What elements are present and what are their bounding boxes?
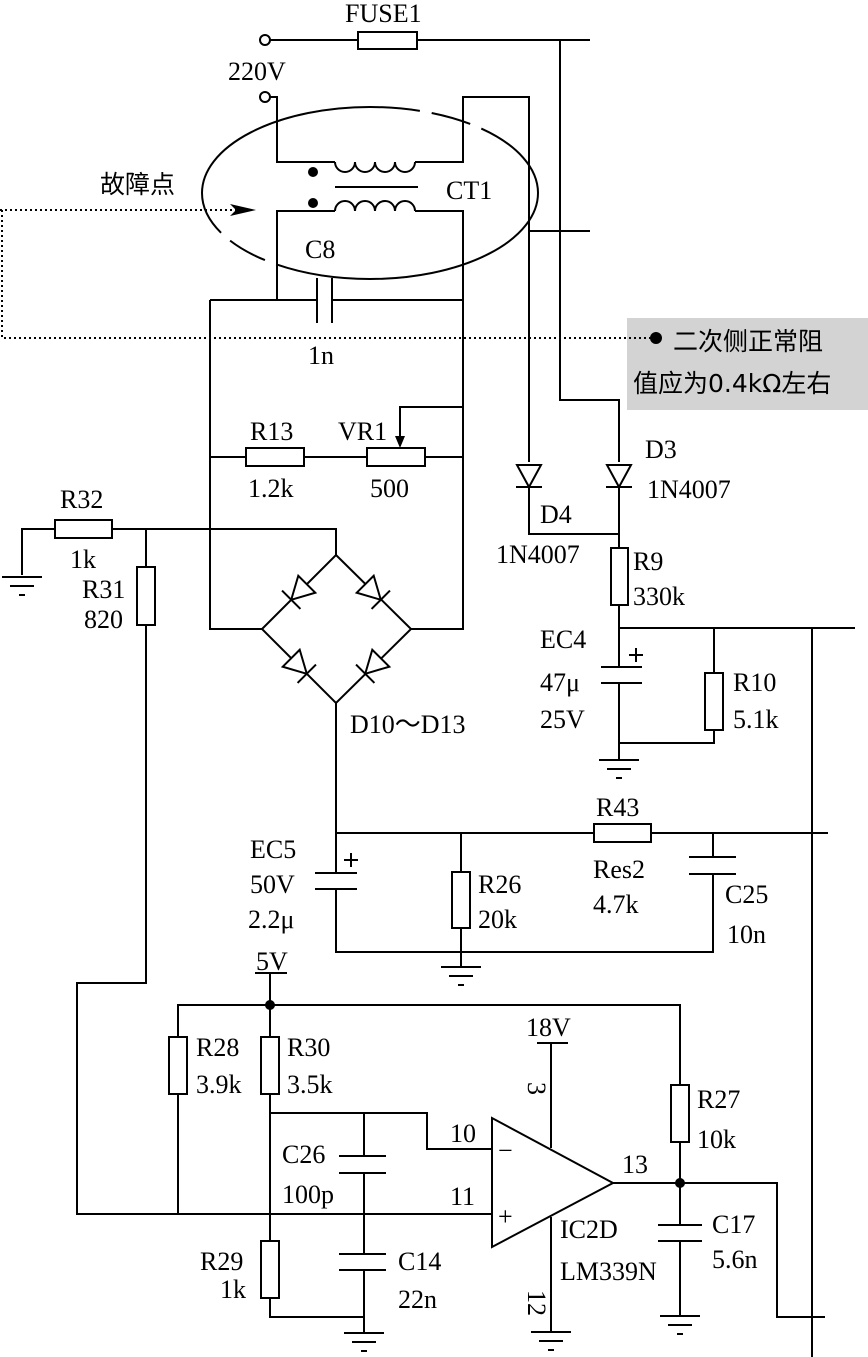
label-r43: R43 [596,793,639,822]
resistor-r43 [593,823,652,843]
label-c17: C17 [712,1210,755,1239]
label-pin13: 13 [622,1150,648,1179]
label-fault-point: 故障点 [100,170,175,199]
label-5v: 5V [256,947,288,976]
label-c8: C8 [305,235,335,264]
bridge-rectifier [260,553,413,873]
filter-network [315,823,828,986]
resistor-r28 [168,1036,188,1095]
labels: FUSE1 220V CT1 故障点 C8 1n R13 VR1 1.2k 50… [60,0,831,1316]
fuse [357,31,418,50]
label-pin3: 3 [522,1082,551,1095]
comparator-section [168,972,825,1352]
label-c25: C25 [725,880,768,909]
label-c26: C26 [282,1140,325,1169]
mains-input [259,31,620,462]
label-r9-value: 330k [633,582,685,611]
label-d4: D4 [540,500,572,529]
secondary-network [209,278,463,630]
resistor-r27 [670,1084,690,1143]
comparator-ic2d [491,1116,616,1249]
label-r30: R30 [287,1033,330,1062]
label-ec5-volt: 50V [250,870,295,899]
label-c25-value: 10n [727,920,766,949]
callout-line2: 值应为0.4kΩ左右 [633,369,831,398]
label-r9: R9 [633,547,663,576]
label-r13: R13 [250,417,293,446]
label-r27: R27 [697,1085,740,1114]
label-d3-value: 1N4007 [647,475,731,504]
callout-box [627,318,868,410]
label-c14-value: 22n [398,1285,437,1314]
label-r43-type: Res2 [593,855,645,884]
label-18v: 18V [526,1013,571,1042]
label-r27-value: 10k [697,1125,736,1154]
label-r32: R32 [60,485,103,514]
label-pin11: 11 [450,1182,475,1211]
resistor-r31 [136,566,156,626]
resistor-r13 [245,447,305,467]
label-r10: R10 [733,668,776,697]
label-r13-value: 1.2k [248,474,294,503]
callout-line1: 二次侧正常阻 [673,327,823,356]
label-mains: 220V [228,57,286,86]
resistor-r26 [451,871,471,929]
label-r26: R26 [478,870,521,899]
label-ec4-volt: 25V [540,705,585,734]
label-r43-value: 4.7k [593,890,639,919]
arrow-icon [230,204,256,216]
resistor-r9 [610,547,629,606]
label-ic: IC2D [560,1215,618,1244]
label-d4-value: 1N4007 [496,540,580,569]
bullet-icon [650,332,662,344]
resistor-r32 [54,519,113,539]
label-r28: R28 [196,1033,239,1062]
supply-branch [515,464,855,1357]
fault-indicator [0,204,662,344]
label-pin12: 12 [522,1290,551,1316]
label-noninverting: + [498,1202,513,1231]
label-r32-value: 1k [70,545,96,574]
label-c17-value: 5.6n [712,1245,758,1274]
label-pin10: 10 [450,1119,476,1148]
label-r29-value: 1k [220,1275,246,1304]
label-r28-value: 3.9k [196,1070,242,1099]
label-c26-value: 100p [282,1180,334,1209]
potentiometer-vr1 [366,447,426,467]
resistor-r29 [260,1240,280,1299]
label-r10-value: 5.1k [733,705,779,734]
label-vr1-value: 500 [370,474,409,503]
label-c14: C14 [398,1247,441,1276]
resistor-r30 [260,1036,280,1095]
resistor-r10 [704,672,724,731]
label-r29: R29 [200,1247,243,1276]
label-bridge: D10～D13 [350,710,466,739]
label-r31-value: 820 [84,605,123,634]
r32-r31-network [1,519,492,1215]
label-ic-part: LM339N [560,1257,657,1286]
label-c8-value: 1n [308,341,334,370]
label-r30-value: 3.5k [287,1070,333,1099]
label-ct1: CT1 [446,176,492,205]
label-inverting: − [498,1136,513,1165]
label-vr1: VR1 [338,417,387,446]
label-r31: R31 [82,575,125,604]
label-r26-value: 20k [478,905,517,934]
label-ec4-cap: 47μ [540,668,580,697]
label-fuse: FUSE1 [345,0,422,28]
label-ec4: EC4 [540,625,586,654]
label-ec5-cap: 2.2μ [248,905,294,934]
label-ec5: EC5 [250,835,296,864]
label-d3: D3 [645,435,677,464]
current-transformer-ct1 [201,106,539,630]
